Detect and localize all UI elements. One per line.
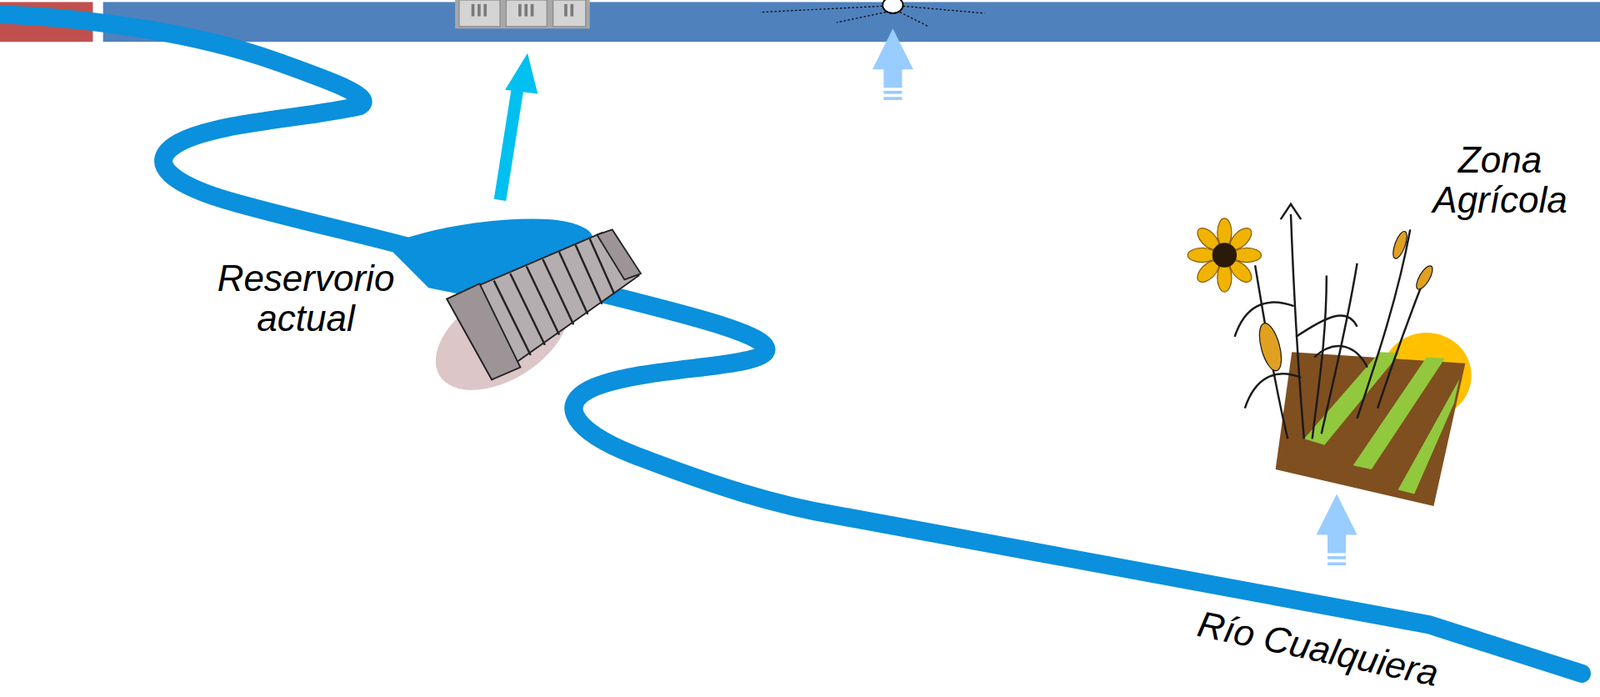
flow-arrow [872,28,914,100]
farm-zone: Zona Agrícola [1416,140,1584,220]
buildings-icon [455,0,590,29]
crop-plants [1187,204,1435,440]
supply-arrow [500,53,538,200]
farm-field [1275,332,1472,506]
node-label: Reservorio actual [201,258,410,339]
river-name: Río Cualquiera [1194,603,1442,694]
sprinkler-icon [760,0,985,27]
sunflower [1187,218,1261,292]
river [0,14,1582,674]
reservoir-node: Reservorio actual [201,258,410,339]
top-band [103,1,1600,42]
flow-arrow [1316,493,1358,565]
node-label: Zona Agrícola [1416,140,1584,220]
dam-icon [416,229,641,412]
